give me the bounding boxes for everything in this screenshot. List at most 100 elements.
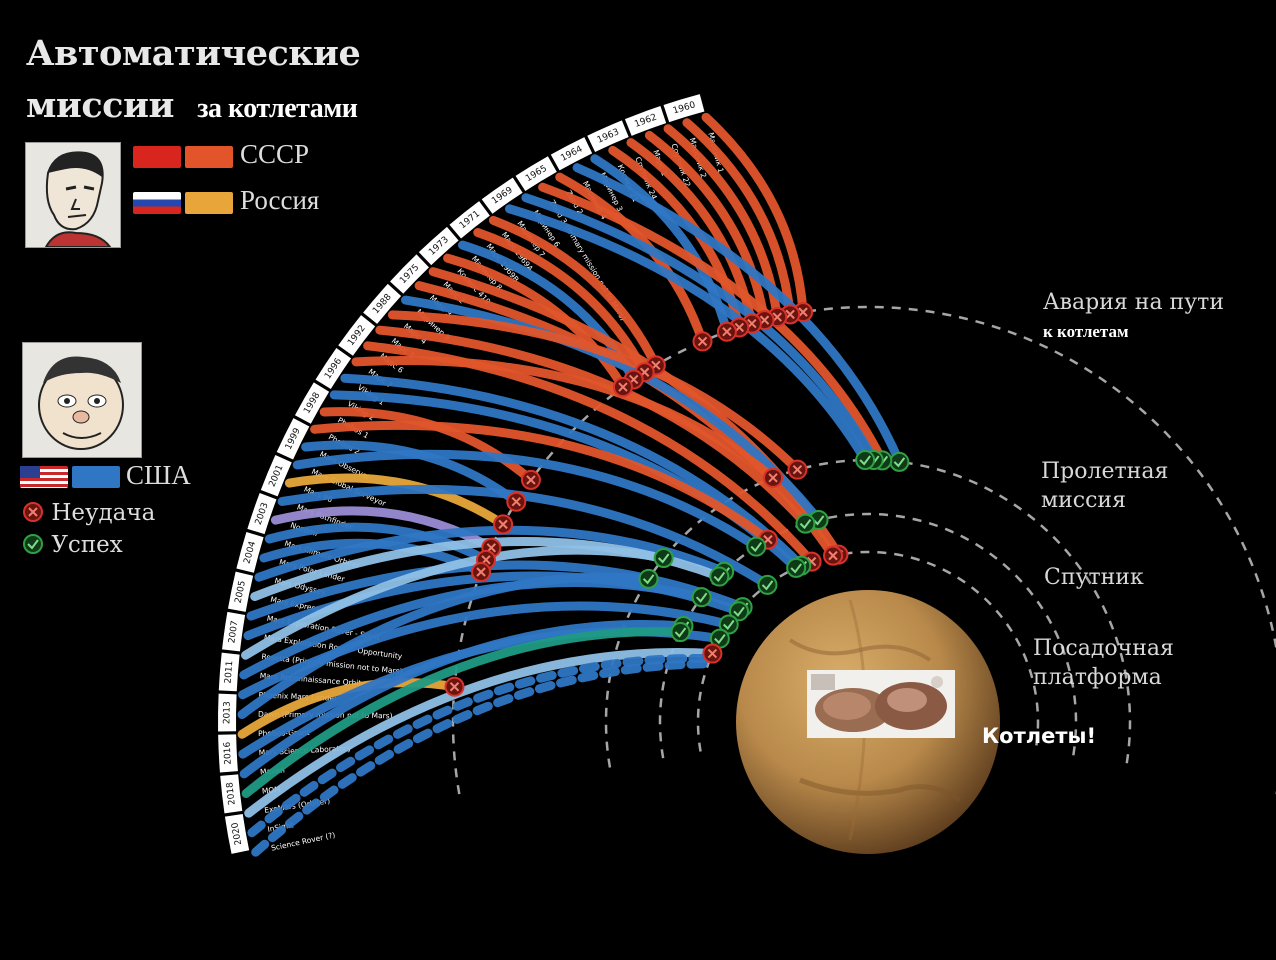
year-label: 2020 [230, 821, 244, 846]
success-marker-icon [786, 557, 807, 578]
legend-success-label: Успех [51, 532, 123, 558]
fail-marker-icon [506, 491, 527, 512]
mission-track [284, 473, 508, 529]
year-segment [260, 455, 292, 497]
success-marker-icon [718, 614, 739, 635]
year-segment [315, 348, 352, 390]
fail-marker-icon [702, 643, 723, 664]
mission-track [682, 118, 795, 319]
title-extra: за котлетами [197, 93, 358, 124]
zone-crash-line1: Авария на пути [1043, 290, 1224, 315]
face-drawing [26, 143, 120, 248]
mission-track [387, 310, 802, 475]
success-icon [23, 534, 43, 554]
zone-lander-line2: платформа [1033, 665, 1162, 690]
zone-flyby-line1: Пролетная [1041, 459, 1169, 484]
year-segment [222, 611, 246, 652]
mission-track [241, 545, 669, 660]
zone-lander-line1: Посадочная [1033, 636, 1174, 661]
year-label: 2018 [225, 781, 238, 805]
success-marker-icon [709, 566, 730, 587]
year-segment [481, 177, 523, 214]
year-segment [418, 226, 459, 266]
ussr-color-swatch [185, 146, 233, 168]
meatball-drawing [807, 670, 955, 738]
year-label: 2016 [223, 741, 234, 765]
zone-crash-line2: к котлетам [1043, 322, 1129, 341]
center-label: Котлеты! [982, 724, 1097, 748]
legend-usa-label: США [126, 460, 191, 490]
mission-track [701, 112, 808, 317]
success-marker-icon [746, 536, 767, 557]
mission-track [246, 560, 748, 621]
zone-orbit-label: Спутник [1044, 565, 1144, 590]
mission-track [521, 193, 879, 465]
year-label: 2005 [234, 580, 248, 604]
year-ring: 1960196219631964196519691971197319751988… [218, 94, 705, 854]
year-segment [236, 531, 264, 573]
fail-marker-icon [716, 321, 737, 342]
legend-russia-label: Россия [240, 185, 320, 215]
zone-flyby-label: Пролетная миссия [1041, 457, 1168, 515]
year-segment [247, 493, 277, 535]
zone-crash-label: Авария на пути к котлетам [1043, 288, 1224, 346]
mission-track [340, 373, 806, 571]
mission-track [473, 228, 650, 377]
zone-lander-label: Посадочная платформа [1033, 634, 1174, 692]
success-marker-icon [795, 513, 816, 534]
mission-track [351, 356, 778, 483]
soviet-face-image [25, 142, 121, 248]
fail-marker-icon [692, 331, 713, 352]
year-segment [587, 120, 629, 152]
fail-marker-icon [493, 514, 514, 535]
year-segment [338, 315, 376, 356]
ussr-flag-swatch [133, 146, 181, 168]
fail-marker-icon [823, 545, 844, 566]
legend-success: Успех [22, 532, 123, 558]
year-segment [227, 571, 254, 612]
fail-marker-icon [520, 469, 541, 490]
mission-track [237, 572, 654, 719]
mission-track [443, 253, 628, 392]
title-line-2: миссии за котлетами [26, 80, 360, 135]
year-segment [218, 652, 240, 692]
year-segment [276, 418, 310, 460]
title-line-1: Автоматические [26, 33, 361, 74]
year-segment [449, 201, 490, 239]
usa-color-swatch [72, 466, 120, 488]
outcome-markers [444, 302, 910, 697]
fail-marker-icon [763, 467, 784, 488]
fail-marker-icon [612, 377, 633, 398]
american-face-image [22, 342, 142, 458]
success-marker-icon [670, 622, 691, 643]
page-title: Автоматические миссии за котлетами [26, 28, 361, 135]
year-segment [294, 382, 330, 424]
year-label: 2011 [224, 660, 236, 684]
year-label: 2013 [222, 701, 232, 724]
mission-track [538, 182, 887, 465]
mission-track [247, 653, 715, 838]
mission-label: MOM [261, 785, 281, 796]
year-segment [390, 254, 429, 294]
legend-ussr-label: СССР [240, 139, 310, 169]
success-marker-icon [638, 568, 659, 589]
meatball-photo [807, 670, 955, 738]
fail-marker-icon [787, 459, 808, 480]
success-marker-icon [757, 574, 778, 595]
year-segment [220, 774, 243, 814]
year-segment [550, 137, 593, 171]
year-segment [663, 94, 705, 123]
year-segment [218, 734, 238, 773]
fail-icon [23, 502, 43, 522]
mission-track [488, 215, 661, 370]
legend-fail-label: Неудача [51, 500, 156, 526]
year-label: 2007 [227, 620, 240, 644]
russia-flag-swatch [133, 192, 181, 214]
year-segment [363, 283, 402, 324]
success-marker-icon [728, 601, 749, 622]
zone-flyby-line2: миссия [1041, 488, 1126, 513]
mission-track [505, 204, 870, 465]
success-marker-icon [691, 587, 712, 608]
legend-fail: Неудача [22, 500, 155, 526]
